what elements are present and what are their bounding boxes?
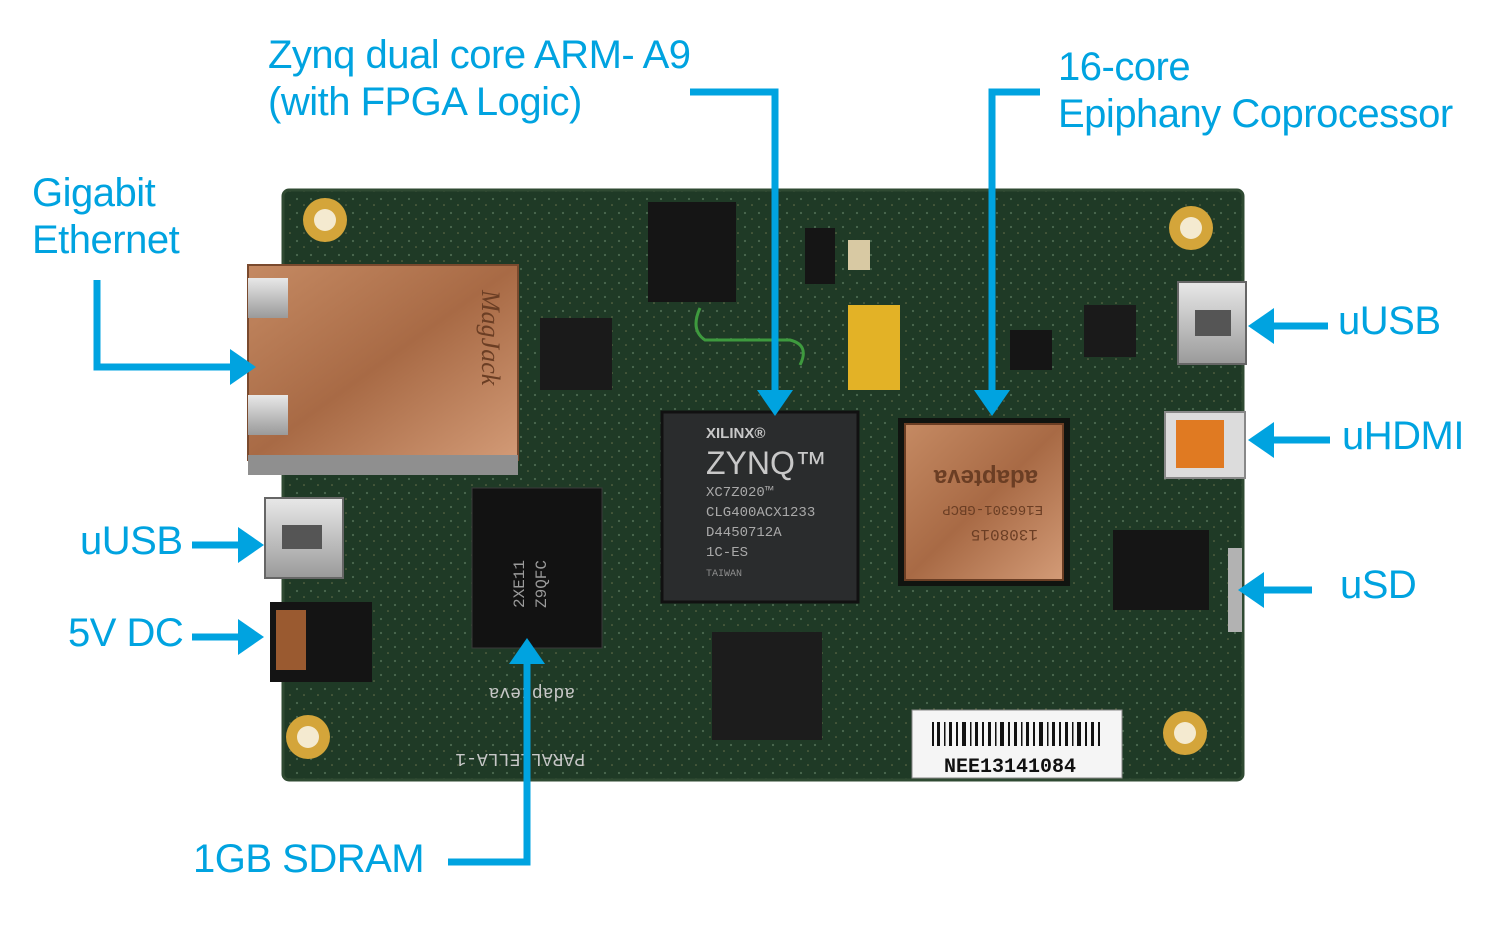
- silkscreen-brand: adapteva: [488, 682, 575, 702]
- svg-text:ZYNQ™: ZYNQ™: [706, 445, 827, 481]
- svg-text:E16G301-GBCP: E16G301-GBCP: [942, 501, 1043, 517]
- svg-text:XILINX®: XILINX®: [706, 425, 765, 442]
- hdmi-callout-label: uHDMI: [1342, 414, 1464, 458]
- barcode-label: NEE13141084: [911, 709, 1123, 779]
- ethernet-jack: MagJack: [247, 264, 519, 475]
- silkscreen-model: PARALLELLA-1: [455, 748, 585, 768]
- svg-text:2XE11: 2XE11: [511, 560, 529, 608]
- zynq-callout-line1: Zynq dual core ARM- A9: [268, 33, 691, 77]
- usb-left-callout-label: uUSB: [80, 519, 183, 563]
- ethernet-callout-label: Gigabit Ethernet: [32, 170, 180, 264]
- epiphany-leader-line: [988, 88, 1040, 395]
- svg-text:TAIWAN: TAIWAN: [706, 569, 742, 580]
- usb-right-arrowhead: [1248, 308, 1274, 344]
- sd-slot: [1228, 548, 1242, 632]
- epiphany-arrowhead: [974, 390, 1010, 416]
- sdram-callout-label: 1GB SDRAM: [193, 837, 425, 881]
- svg-text:1308015: 1308015: [971, 525, 1038, 543]
- zynq-callout-label: Zynq dual core ARM- A9 (with FPGA Logic): [268, 32, 691, 126]
- mounting-holes: [286, 198, 1213, 759]
- svg-text:XC7Z020™: XC7Z020™: [706, 485, 774, 501]
- epiphany-callout-line2: Epiphany Coprocessor: [1058, 92, 1453, 137]
- ethernet-callout-line2: Ethernet: [32, 218, 180, 263]
- svg-text:CLG400ACX1233: CLG400ACX1233: [706, 505, 815, 521]
- ethernet-arrowhead: [230, 349, 256, 385]
- ethernet-leader-line: [93, 280, 235, 371]
- ethernet-callout-line1: Gigabit: [32, 171, 156, 215]
- zynq-chip: XILINX® ZYNQ™ XC7Z020™ CLG400ACX1233 D44…: [660, 410, 860, 604]
- zynq-arrowhead: [757, 390, 793, 416]
- epiphany-callout-line1: 16-core: [1058, 45, 1191, 89]
- sdram-arrowhead: [509, 638, 545, 664]
- svg-text:D4450712A: D4450712A: [706, 525, 782, 541]
- hdmi-connector: [1164, 411, 1246, 479]
- epiphany-chip: 1308015 E16G301-GBCP adapteva: [898, 418, 1070, 586]
- ethernet-jack-text: MagJack: [476, 289, 505, 386]
- sdram-leader-line: [448, 660, 531, 866]
- sd-callout-label: uSD: [1340, 563, 1417, 607]
- dc-jack: [270, 602, 372, 682]
- barcode-number: NEE13141084: [944, 756, 1076, 779]
- sdram-chip: 2XE11 Z9QFC: [471, 487, 603, 649]
- dc-arrowhead: [238, 619, 264, 655]
- dc-callout-label: 5V DC: [68, 611, 184, 655]
- usb-left-arrowhead: [238, 527, 264, 563]
- svg-text:1C-ES: 1C-ES: [706, 545, 748, 561]
- svg-text:Z9QFC: Z9QFC: [533, 560, 551, 608]
- zynq-leader-line: [690, 88, 779, 395]
- sd-arrowhead: [1238, 572, 1264, 608]
- usb-right-callout-label: uUSB: [1338, 299, 1441, 343]
- zynq-callout-line2: (with FPGA Logic): [268, 80, 582, 125]
- svg-text:adapteva: adapteva: [933, 464, 1038, 491]
- epiphany-callout-label: 16-core Epiphany Coprocessor: [1058, 44, 1453, 138]
- hdmi-arrowhead: [1248, 422, 1274, 458]
